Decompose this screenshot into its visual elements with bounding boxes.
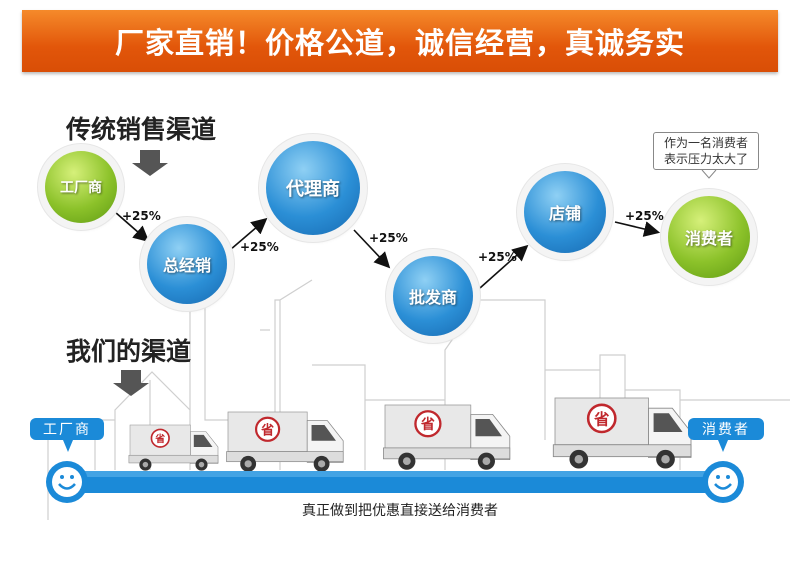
smiley-icon — [702, 461, 744, 503]
markup-label: +25% — [240, 240, 279, 254]
down-arrow-icon — [132, 150, 168, 176]
start-tag-factory: 工厂商 — [30, 418, 104, 440]
node-factory: 工厂商 — [45, 151, 117, 223]
node-wholesaler: 批发商 — [393, 256, 473, 336]
consumer-speech-bubble: 作为一名消费者 表示压力太大了 — [653, 132, 759, 170]
markup-label: +25% — [625, 209, 664, 223]
truck-icon — [225, 410, 345, 473]
node-store: 店铺 — [524, 171, 606, 253]
down-arrow-icon — [113, 370, 149, 396]
our-channel-title: 我们的渠道 — [66, 337, 192, 366]
truck-icon — [552, 396, 693, 470]
arrow-3 — [353, 229, 391, 269]
caption: 真正做到把优惠直接送给消费者 — [302, 503, 498, 519]
markup-label: +25% — [369, 231, 408, 245]
truck-icon — [382, 403, 511, 471]
bubble-line: 作为一名消费者 — [663, 136, 748, 150]
node-general-distributor: 总经销 — [147, 224, 227, 304]
arrow-4 — [479, 244, 529, 289]
arrow-1 — [114, 211, 150, 243]
node-agent: 代理商 — [266, 141, 360, 235]
arrow-5 — [614, 221, 661, 237]
traditional-channel-title: 传统销售渠道 — [66, 115, 217, 144]
markup-label: +25% — [478, 250, 517, 264]
arrow-2 — [229, 217, 268, 251]
flow-arrows — [114, 211, 661, 289]
markup-label: +25% — [122, 209, 161, 223]
end-tag-consumer: 消费者 — [688, 418, 764, 440]
banner: 厂家直销！价格公道，诚信经营，真诚务实 — [22, 10, 778, 72]
truck-icon — [128, 424, 219, 472]
bubble-line: 表示压力太大了 — [663, 152, 748, 166]
node-consumer: 消费者 — [668, 196, 750, 278]
smiley-icon — [46, 461, 88, 503]
